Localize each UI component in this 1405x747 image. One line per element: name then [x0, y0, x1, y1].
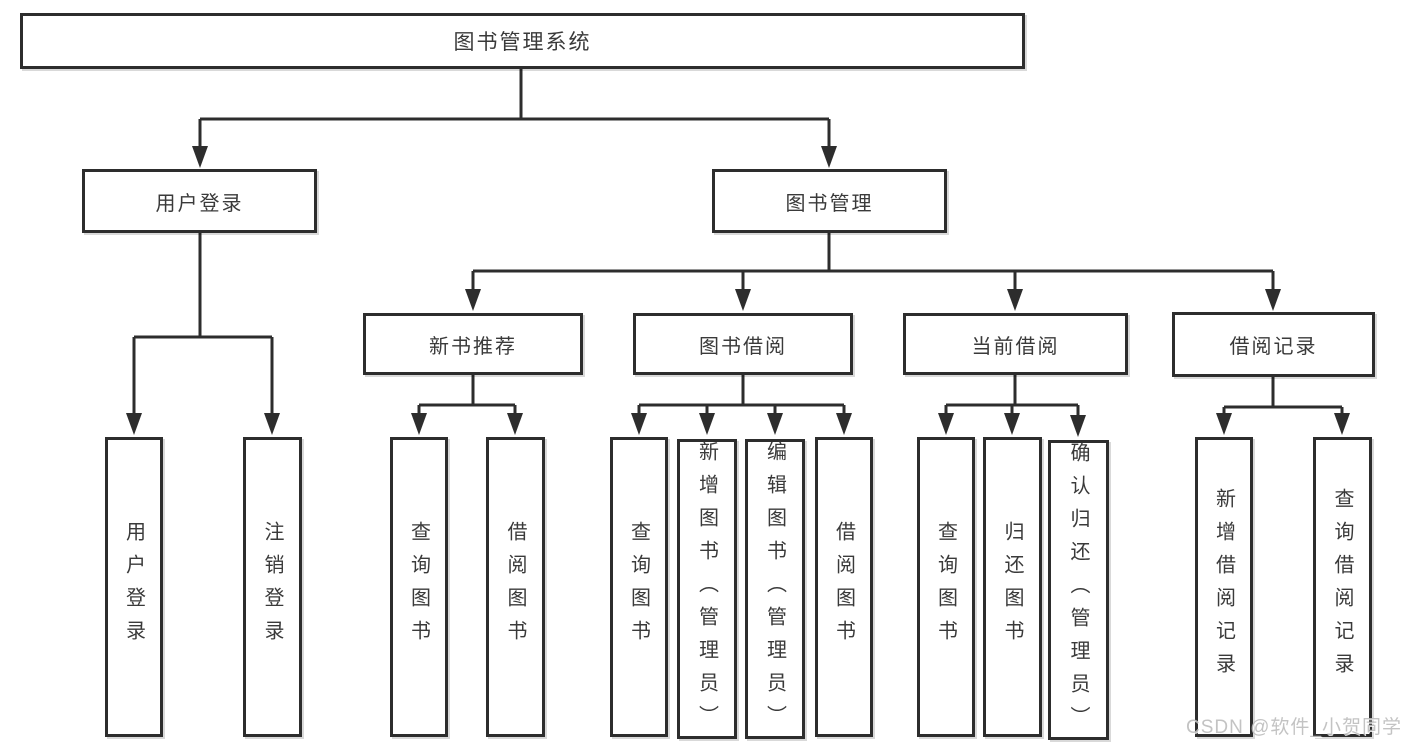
node-current-borrowing: 当前借阅	[903, 313, 1128, 375]
node-book-management: 图书管理	[712, 169, 947, 233]
leaf-return-books: 归还图书	[983, 437, 1042, 737]
leaf-query-borrow-record: 查询借阅记录	[1313, 437, 1372, 737]
arrow-down	[1216, 413, 1232, 435]
arrow-down	[411, 413, 427, 435]
leaf-add-books-admin: 新增图书（管理员）	[677, 439, 737, 739]
leaf-borrow-books: 借阅图书	[486, 437, 545, 737]
node-book-borrowing: 图书借阅	[633, 313, 853, 375]
node-new-book-recommendation: 新书推荐	[363, 313, 583, 375]
arrow-down	[1007, 289, 1023, 311]
connector-book-management-children	[471, 233, 1275, 304]
node-borrowing-records: 借阅记录	[1172, 312, 1375, 377]
leaf-logout: 注销登录	[243, 437, 302, 737]
node-user-login: 用户登录	[82, 169, 317, 233]
arrow-down	[264, 413, 280, 435]
arrow-down	[821, 146, 837, 168]
arrow-down	[126, 413, 142, 435]
leaf-query-books: 查询图书	[390, 437, 448, 737]
arrow-down	[938, 413, 954, 435]
arrow-down	[735, 289, 751, 311]
arrow-down	[1334, 413, 1350, 435]
arrow-down	[631, 413, 647, 435]
leaf-query-books: 查询图书	[917, 437, 975, 737]
arrow-down	[507, 413, 523, 435]
node-library-system: 图书管理系统	[20, 13, 1025, 69]
arrow-down	[1070, 415, 1086, 437]
leaf-edit-books-admin: 编辑图书（管理员）	[745, 439, 805, 739]
leaf-query-books: 查询图书	[610, 437, 668, 737]
arrow-down	[836, 413, 852, 435]
arrow-down	[1265, 289, 1281, 311]
connector-new-book-children	[417, 375, 517, 428]
leaf-add-borrow-record: 新增借阅记录	[1195, 437, 1253, 737]
arrow-down	[192, 146, 208, 168]
leaf-borrow-books: 借阅图书	[815, 437, 873, 737]
connector-borrow-records-children	[1222, 377, 1344, 428]
connector-book-borrowing-children	[637, 375, 846, 428]
csdn-watermark: CSDN @软件_小贺同学	[1186, 717, 1402, 738]
arrow-down	[699, 413, 715, 435]
connector-root-to-level2	[198, 69, 831, 160]
arrow-down	[465, 289, 481, 311]
leaf-user-login: 用户登录	[105, 437, 163, 737]
arrow-down	[767, 413, 783, 435]
arrow-down	[1004, 413, 1020, 435]
connector-user-login-children	[132, 233, 274, 428]
leaf-confirm-return-admin: 确认归还（管理员）	[1048, 440, 1109, 740]
